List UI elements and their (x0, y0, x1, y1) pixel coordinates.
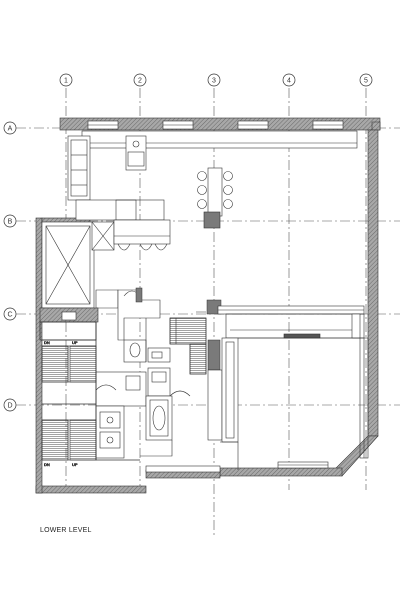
stair-label-up: UP (72, 340, 78, 345)
column-grid-bubble-3: 3 (207, 73, 221, 87)
south-windows (145, 461, 329, 473)
west-stair-upper: DN UP (41, 340, 97, 383)
drawing-caption: LOWER LEVEL (40, 527, 92, 534)
column-grid-label: 2 (138, 78, 142, 85)
column-grid-label: 4 (287, 78, 291, 85)
elevator-core (41, 199, 171, 309)
kitchen-counters (67, 130, 358, 201)
south-center-rooms (95, 367, 191, 459)
row-grid-label: A (8, 126, 13, 133)
west-partition-walls (39, 321, 140, 461)
row-grid-label: D (7, 403, 12, 410)
column-grid-label: 1 (64, 78, 68, 85)
column-grid-bubble-1: 1 (59, 73, 73, 87)
row-grid-label: C (7, 312, 12, 319)
east-room-outline (220, 337, 360, 470)
fireplace-column (207, 337, 239, 443)
stair-label-dn: DN (44, 462, 50, 467)
dining-table (197, 167, 233, 229)
north-windows (87, 120, 344, 130)
row-grid-bubble-c: C (3, 307, 17, 321)
row-grid-bubble-a: A (3, 121, 17, 135)
west-stair-lower: DN UP (41, 419, 97, 467)
stair-label-dn: DN (44, 340, 50, 345)
column-grid-bubble-5: 5 (359, 73, 373, 87)
column-grid-bubble-4: 4 (282, 73, 296, 87)
east-room-partition (217, 305, 369, 459)
stair-label-up: UP (72, 462, 78, 467)
column-grid-bubble-2: 2 (133, 73, 147, 87)
center-stair (169, 311, 207, 375)
row-grid-label: B (8, 219, 13, 226)
row-grid-bubble-d: D (3, 398, 17, 412)
column-grid-label: 3 (212, 78, 216, 85)
exterior-walls (35, 117, 381, 494)
column-grid-label: 5 (364, 78, 368, 85)
row-grid-bubble-b: B (3, 214, 17, 228)
